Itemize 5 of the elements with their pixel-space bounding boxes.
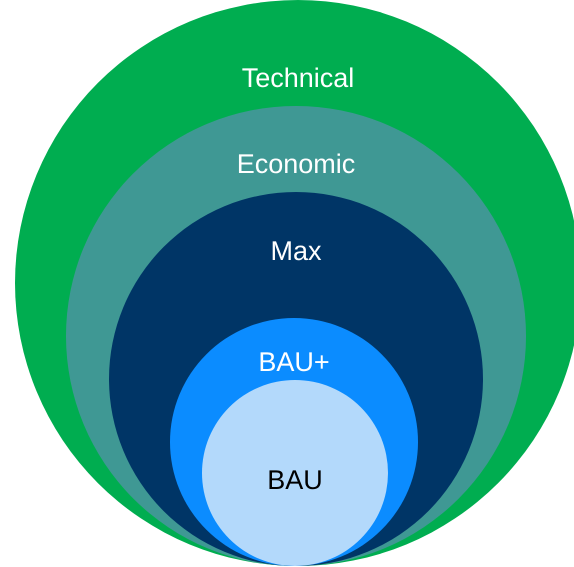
region-label: Technical — [242, 62, 354, 94]
region-label: BAU+ — [258, 346, 330, 378]
region-label: Max — [270, 235, 322, 267]
region-label: Economic — [236, 148, 356, 180]
region-label: BAU — [267, 464, 323, 496]
